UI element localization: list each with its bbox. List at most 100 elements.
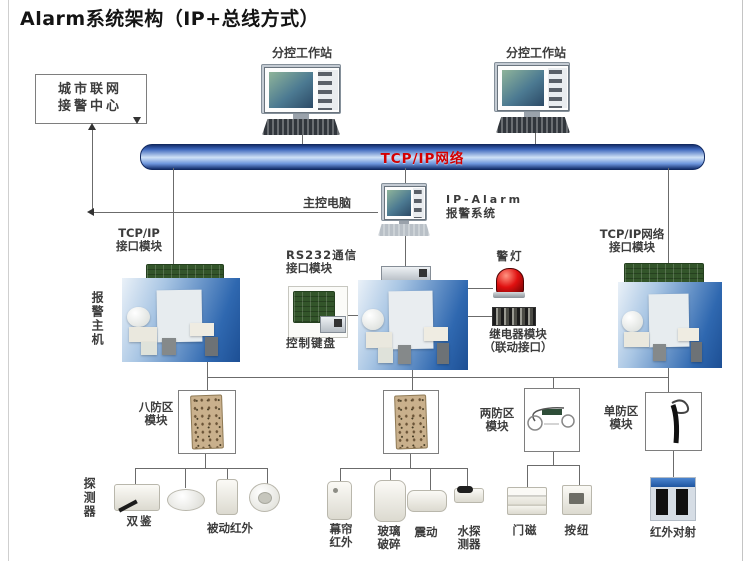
connector-line xyxy=(579,465,580,486)
page-title: Alarm系统架构（IP+总线方式） xyxy=(20,8,320,30)
dome-detector-icon xyxy=(167,489,205,511)
glass-label-line2: 破碎 xyxy=(377,537,401,551)
workstation-right-label: 分控工作站 xyxy=(505,46,566,60)
tcpip-module-line1: TCP/IP xyxy=(118,226,160,240)
connector-line xyxy=(467,468,468,488)
city-center-box: 城市联网 接警中心 xyxy=(35,74,147,124)
connector-line xyxy=(405,168,406,183)
arrow-down-icon xyxy=(133,117,141,124)
main-pc-label: 主控电脑 xyxy=(302,196,351,210)
slim-detector-icon xyxy=(216,479,238,515)
connector-line xyxy=(340,468,341,483)
connector-line xyxy=(553,450,554,465)
curtain-label-line2: 红外 xyxy=(329,535,353,549)
vibration-detector-icon xyxy=(407,490,447,512)
connector-line xyxy=(92,212,378,213)
city-center-line1: 城市联网 xyxy=(57,82,122,97)
page-right-rule xyxy=(742,0,743,561)
door-contact-label: 门磁 xyxy=(512,523,538,537)
alarm-light-base xyxy=(493,292,525,298)
water-detector-icon xyxy=(454,486,484,503)
alarm-light-icon xyxy=(496,268,524,294)
tcpip-network-bus: TCP/IP网络 xyxy=(140,144,705,170)
connector-line xyxy=(135,468,267,469)
alarm-light-label: 警灯 xyxy=(496,249,524,263)
tcpip-net-module-line2: 接口模块 xyxy=(609,240,655,254)
curtain-label-line1: 幕帘 xyxy=(329,522,353,536)
door-contact-icon xyxy=(507,487,547,515)
tcpip-network-label: TCP/IP网络 xyxy=(380,151,465,167)
relay-label-line2: （联动接口） xyxy=(483,340,553,354)
connector-line xyxy=(302,135,303,144)
rs232-line1: RS232通信 xyxy=(286,248,358,262)
connector-line xyxy=(227,468,228,480)
connector-line xyxy=(92,127,93,212)
connector-line xyxy=(468,288,493,289)
connector-line xyxy=(410,452,411,468)
zone2-label-line1: 两防区 xyxy=(479,406,515,420)
alarm-host-left-photo xyxy=(122,278,240,362)
button-label: 按纽 xyxy=(564,523,590,537)
round-pir-detector-icon xyxy=(249,483,280,512)
zone8-label-line1: 八防区 xyxy=(138,400,174,414)
zone1-label-line2: 模块 xyxy=(609,417,633,431)
connector-line xyxy=(468,316,492,317)
zone8-module-box-2 xyxy=(383,390,439,454)
vibration-label: 震动 xyxy=(414,525,438,539)
water-label-line2: 测器 xyxy=(457,537,481,551)
connector-line xyxy=(205,452,206,468)
passive-ir-label: 被动红外 xyxy=(207,521,253,535)
alarm-host-right-photo xyxy=(618,282,722,368)
connector-line xyxy=(527,465,579,466)
connector-line xyxy=(673,448,674,480)
alarm-host-middle-photo xyxy=(358,280,468,370)
relay-label-line1: 继电器模块 xyxy=(489,327,547,341)
rs232-line2: 接口模块 xyxy=(286,261,332,275)
panic-button-icon xyxy=(562,485,592,515)
arrow-left-icon xyxy=(87,208,94,216)
zone2-label-line2: 模块 xyxy=(485,419,509,433)
zone1-label-line1: 单防区 xyxy=(603,404,639,418)
arrow-up-icon xyxy=(88,123,96,130)
relay-module-icon xyxy=(492,307,536,326)
connector-line xyxy=(668,168,669,264)
water-label-line1: 水探 xyxy=(457,524,481,538)
connector-line xyxy=(430,468,431,490)
workstation-left-label: 分控工作站 xyxy=(271,46,332,60)
control-keypad-label: 控制键盘 xyxy=(286,336,336,350)
connector-line xyxy=(185,468,186,488)
connector-line xyxy=(527,465,528,490)
dual-tech-label: 双鉴 xyxy=(126,514,154,528)
zone2-module-icon xyxy=(527,407,575,431)
connector-line xyxy=(390,468,391,482)
curtain-ir-detector-icon xyxy=(327,481,352,520)
page-left-rule xyxy=(8,0,9,561)
control-keypad-icon xyxy=(320,316,346,333)
connector-line xyxy=(553,377,554,390)
connector-line xyxy=(668,368,669,392)
connector-line xyxy=(173,168,174,265)
zone1-module-box xyxy=(645,392,702,451)
bottom-bus-line xyxy=(207,377,668,378)
connector-line xyxy=(135,468,136,486)
zone8-label-line2: 模块 xyxy=(144,413,168,427)
connector-line xyxy=(340,468,467,469)
ip-alarm-line2: 报警系统 xyxy=(446,206,496,220)
ip-alarm-line1: IP-Alarm xyxy=(446,193,524,206)
ir-beam-detector-icon xyxy=(650,477,696,521)
city-center-line2: 接警中心 xyxy=(57,99,122,114)
zone8-module-box-1 xyxy=(178,390,236,454)
zone1-module-icon xyxy=(670,399,690,444)
connector-line xyxy=(344,315,360,316)
alarm-host-left-vertical-label: 报警主机 xyxy=(90,291,105,347)
ir-beam-label: 红外对射 xyxy=(650,525,696,539)
zone2-module-box xyxy=(524,388,580,452)
glass-label-line1: 玻璃 xyxy=(377,524,401,538)
tcpip-module-line2: 接口模块 xyxy=(116,239,162,253)
connector-line xyxy=(405,235,406,268)
glass-break-detector-icon xyxy=(374,480,406,522)
tcpip-net-board-icon xyxy=(624,263,704,284)
connector-line xyxy=(535,133,536,144)
tcpip-net-module-line1: TCP/IP网络 xyxy=(599,227,665,241)
